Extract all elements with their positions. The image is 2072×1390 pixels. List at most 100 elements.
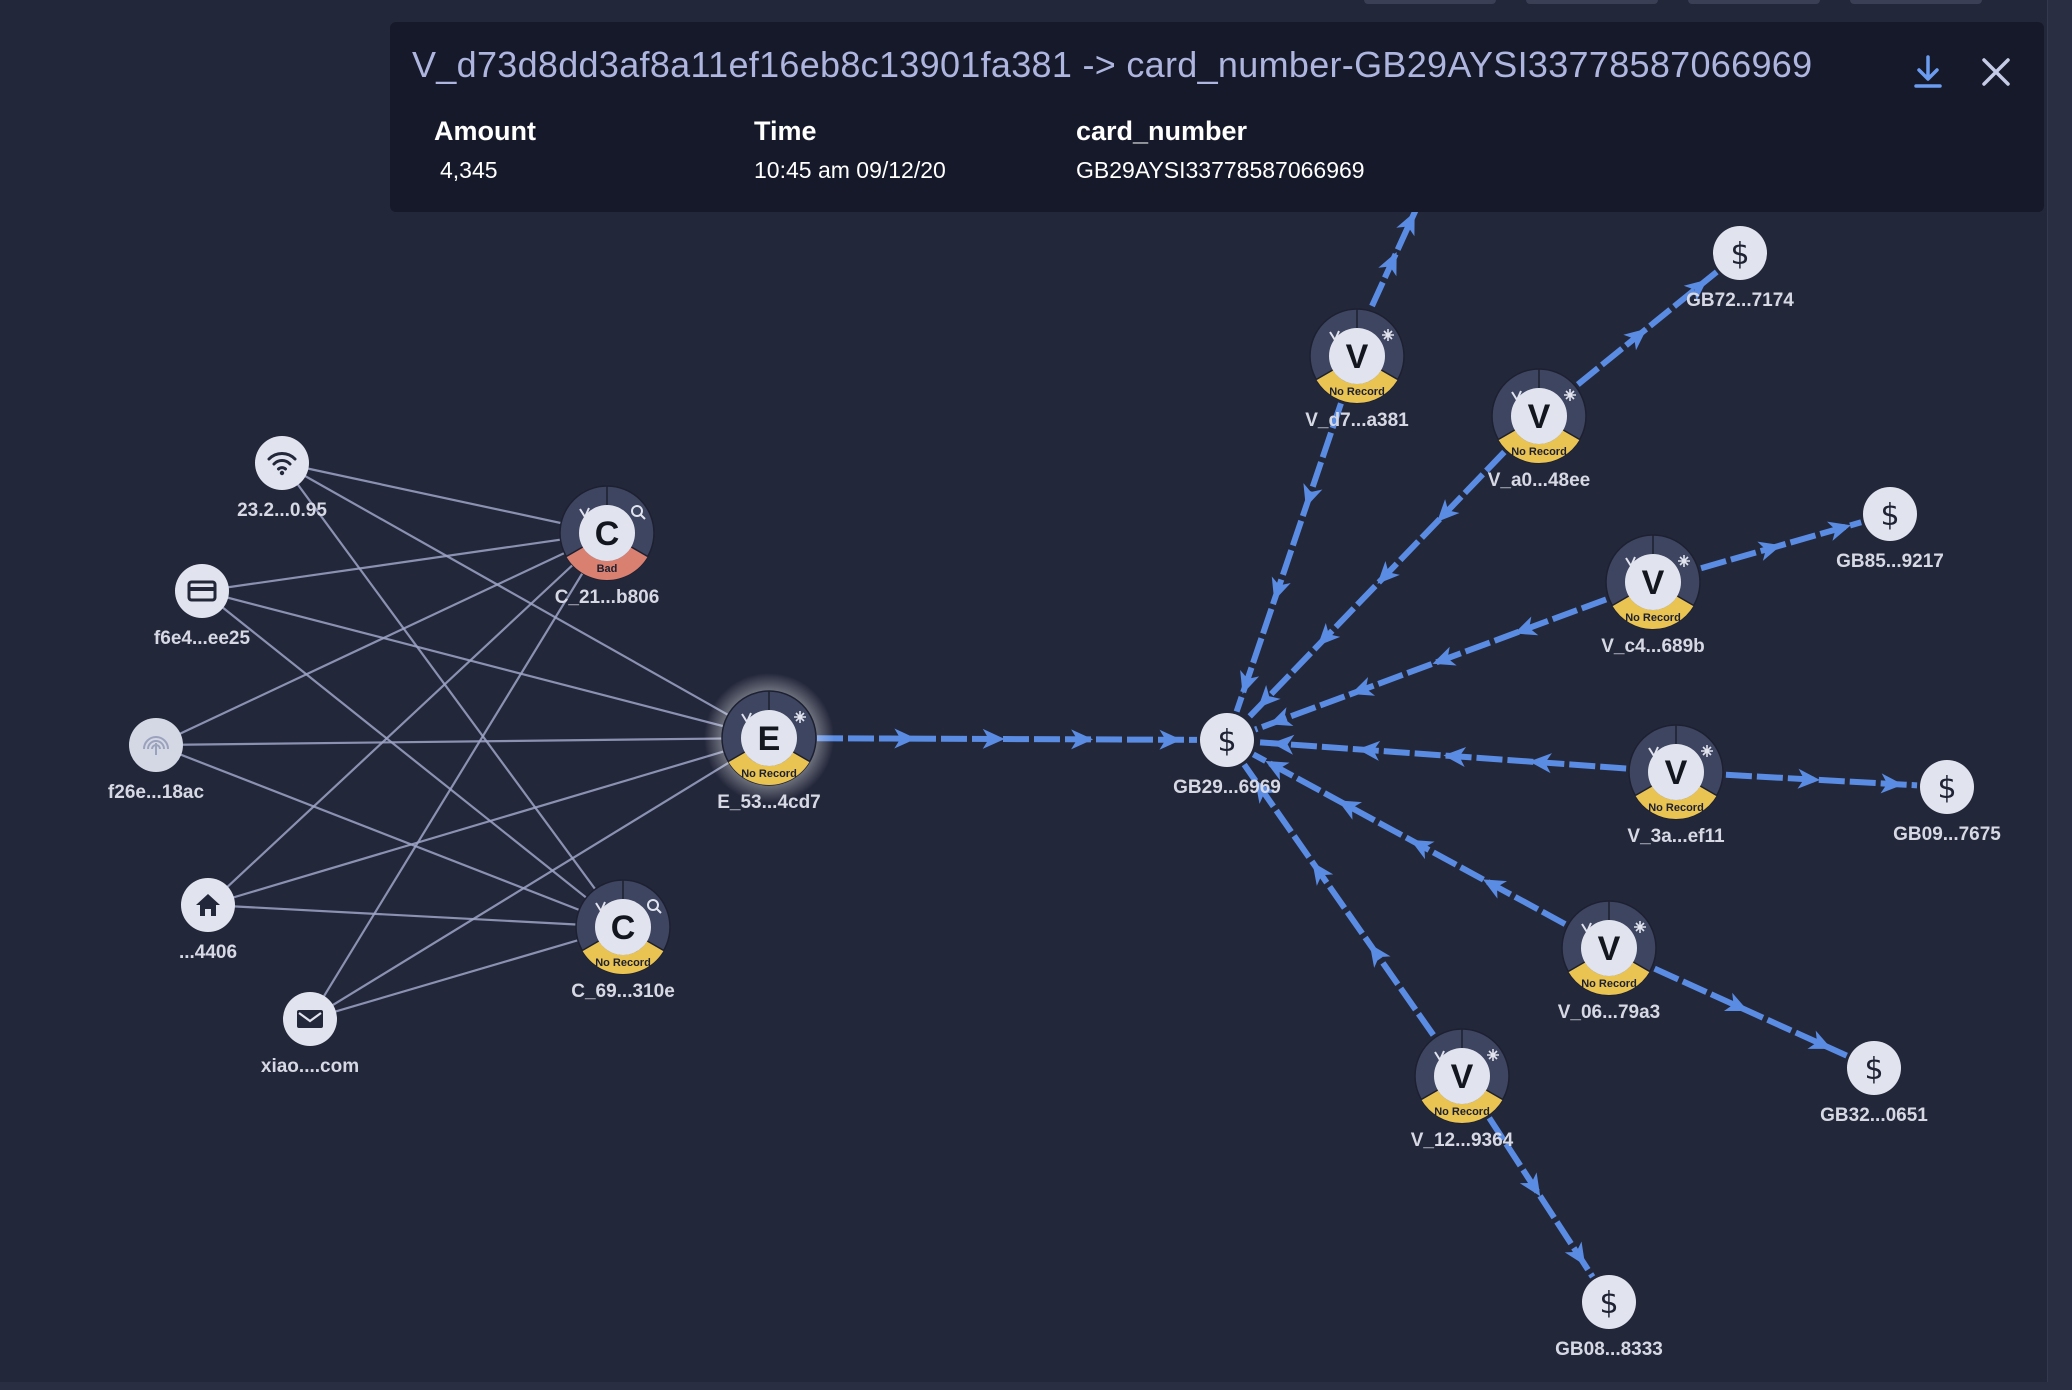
arrow-icon — [894, 728, 917, 749]
field-label: Time — [754, 116, 817, 146]
card-number-node[interactable]: $GB09...7675 — [1893, 760, 2001, 845]
node-label: V_12...9364 — [1411, 1130, 1514, 1151]
attribute-node[interactable]: 23.2...0.95 — [237, 436, 327, 521]
link-edge[interactable] — [281, 461, 608, 535]
attribute-node[interactable]: f6e4...ee25 — [154, 564, 251, 649]
fingerprint-icon — [143, 736, 169, 755]
dollar-icon: $ — [1217, 724, 1236, 759]
field-label: Amount — [434, 116, 536, 146]
flow-edge[interactable] — [1233, 402, 1344, 713]
wifi-icon — [267, 452, 297, 476]
flow-edge[interactable] — [1725, 768, 1918, 795]
link-edge[interactable] — [207, 903, 624, 929]
node-label: C_21...b806 — [555, 587, 660, 608]
status-badge: No Record — [1434, 1106, 1490, 1118]
flow-edge[interactable] — [1575, 269, 1719, 387]
link-edges — [155, 461, 770, 1021]
status-arc — [728, 752, 810, 785]
side-scrollbar[interactable] — [2047, 0, 2072, 1390]
node-label: E_53...4cd7 — [717, 792, 821, 813]
status-arc — [1612, 596, 1694, 630]
status-arc — [1568, 962, 1650, 995]
download-icon[interactable] — [1908, 52, 1948, 92]
flow-edge[interactable] — [1241, 762, 1436, 1037]
flow-edge[interactable] — [1486, 1116, 1596, 1279]
node-label: V_3a...ef11 — [1627, 826, 1725, 847]
flow-edge[interactable] — [1653, 965, 1848, 1059]
card-number-node[interactable]: $GB29...6969 — [1173, 713, 1281, 798]
status-badge: Bad — [597, 563, 618, 575]
link-edge[interactable] — [281, 462, 770, 739]
field-value: 10:45 am 09/12/20 — [754, 157, 946, 183]
arrow-icon — [1443, 747, 1467, 767]
arrow-icon — [1378, 252, 1397, 277]
card-number-node[interactable]: $GB32...0651 — [1820, 1041, 1928, 1126]
node-label: 23.2...0.95 — [237, 500, 327, 521]
toolbar-button[interactable] — [1526, 0, 1658, 4]
attribute-node[interactable]: xiao....com — [261, 992, 359, 1077]
status-arc — [1498, 430, 1580, 464]
card-number-node[interactable]: $GB72...7174 — [1686, 226, 1794, 311]
arrow-icon — [1265, 760, 1290, 781]
attribute-node[interactable]: f26e...18ac — [108, 718, 205, 803]
node-label: C_69...310e — [571, 981, 675, 1002]
link-edge[interactable] — [201, 531, 608, 593]
toolbar-button[interactable] — [1688, 0, 1820, 4]
link-edge[interactable] — [155, 532, 608, 746]
pin-icon — [1648, 746, 1659, 759]
flow-edge[interactable] — [1254, 596, 1608, 733]
arrow-icon — [1797, 768, 1821, 789]
link-edge[interactable] — [207, 736, 770, 907]
node-label: GB08...8333 — [1555, 1339, 1663, 1360]
flow-edge[interactable] — [1245, 449, 1507, 721]
card-number-node[interactable]: $GB08...8333 — [1555, 1275, 1663, 1360]
flow-edge[interactable] — [1369, 203, 1424, 308]
link-edge[interactable] — [207, 532, 608, 906]
card-number-node[interactable]: $GB85...9217 — [1836, 487, 1944, 572]
attribute-node[interactable]: ...4406 — [179, 878, 237, 963]
arrow-icon — [1564, 1241, 1586, 1266]
flow-edge[interactable] — [816, 728, 1198, 750]
toolbar-button[interactable] — [1364, 0, 1496, 4]
link-edge[interactable] — [281, 462, 624, 928]
close-icon[interactable] — [1976, 52, 2016, 92]
link-edge[interactable] — [309, 532, 608, 1020]
search-icon — [647, 899, 659, 911]
status-arc — [1421, 1090, 1503, 1123]
pin-icon — [595, 901, 606, 914]
arrow-icon — [1410, 839, 1435, 860]
pin-icon — [1625, 556, 1636, 569]
node-label: V_c4...689b — [1601, 636, 1705, 657]
arrow-icon — [1623, 328, 1647, 351]
arrow-icon — [1312, 862, 1334, 886]
link-edge[interactable] — [309, 737, 770, 1020]
field-value: GB29AYSI33778587066969 — [1076, 157, 1365, 183]
pin-icon — [579, 507, 590, 520]
flow-edge[interactable] — [1700, 516, 1862, 572]
flow-edge[interactable] — [1251, 751, 1567, 927]
arrow-icon — [1269, 707, 1294, 727]
status-badge: No Record — [1648, 802, 1704, 814]
toolbar-tabs — [1364, 0, 1982, 8]
link-edge[interactable] — [155, 736, 770, 747]
link-edge[interactable] — [309, 925, 624, 1021]
node-label: V_06...79a3 — [1558, 1002, 1660, 1023]
status-arc — [1316, 370, 1398, 404]
expand-icon — [1487, 1049, 1499, 1061]
link-edge[interactable] — [201, 589, 770, 740]
flow-edge[interactable] — [1256, 733, 1627, 774]
pin-icon — [1581, 922, 1592, 935]
toolbar-button[interactable] — [1850, 0, 1982, 4]
link-edge[interactable] — [155, 743, 624, 929]
arrow-icon — [1255, 780, 1276, 804]
